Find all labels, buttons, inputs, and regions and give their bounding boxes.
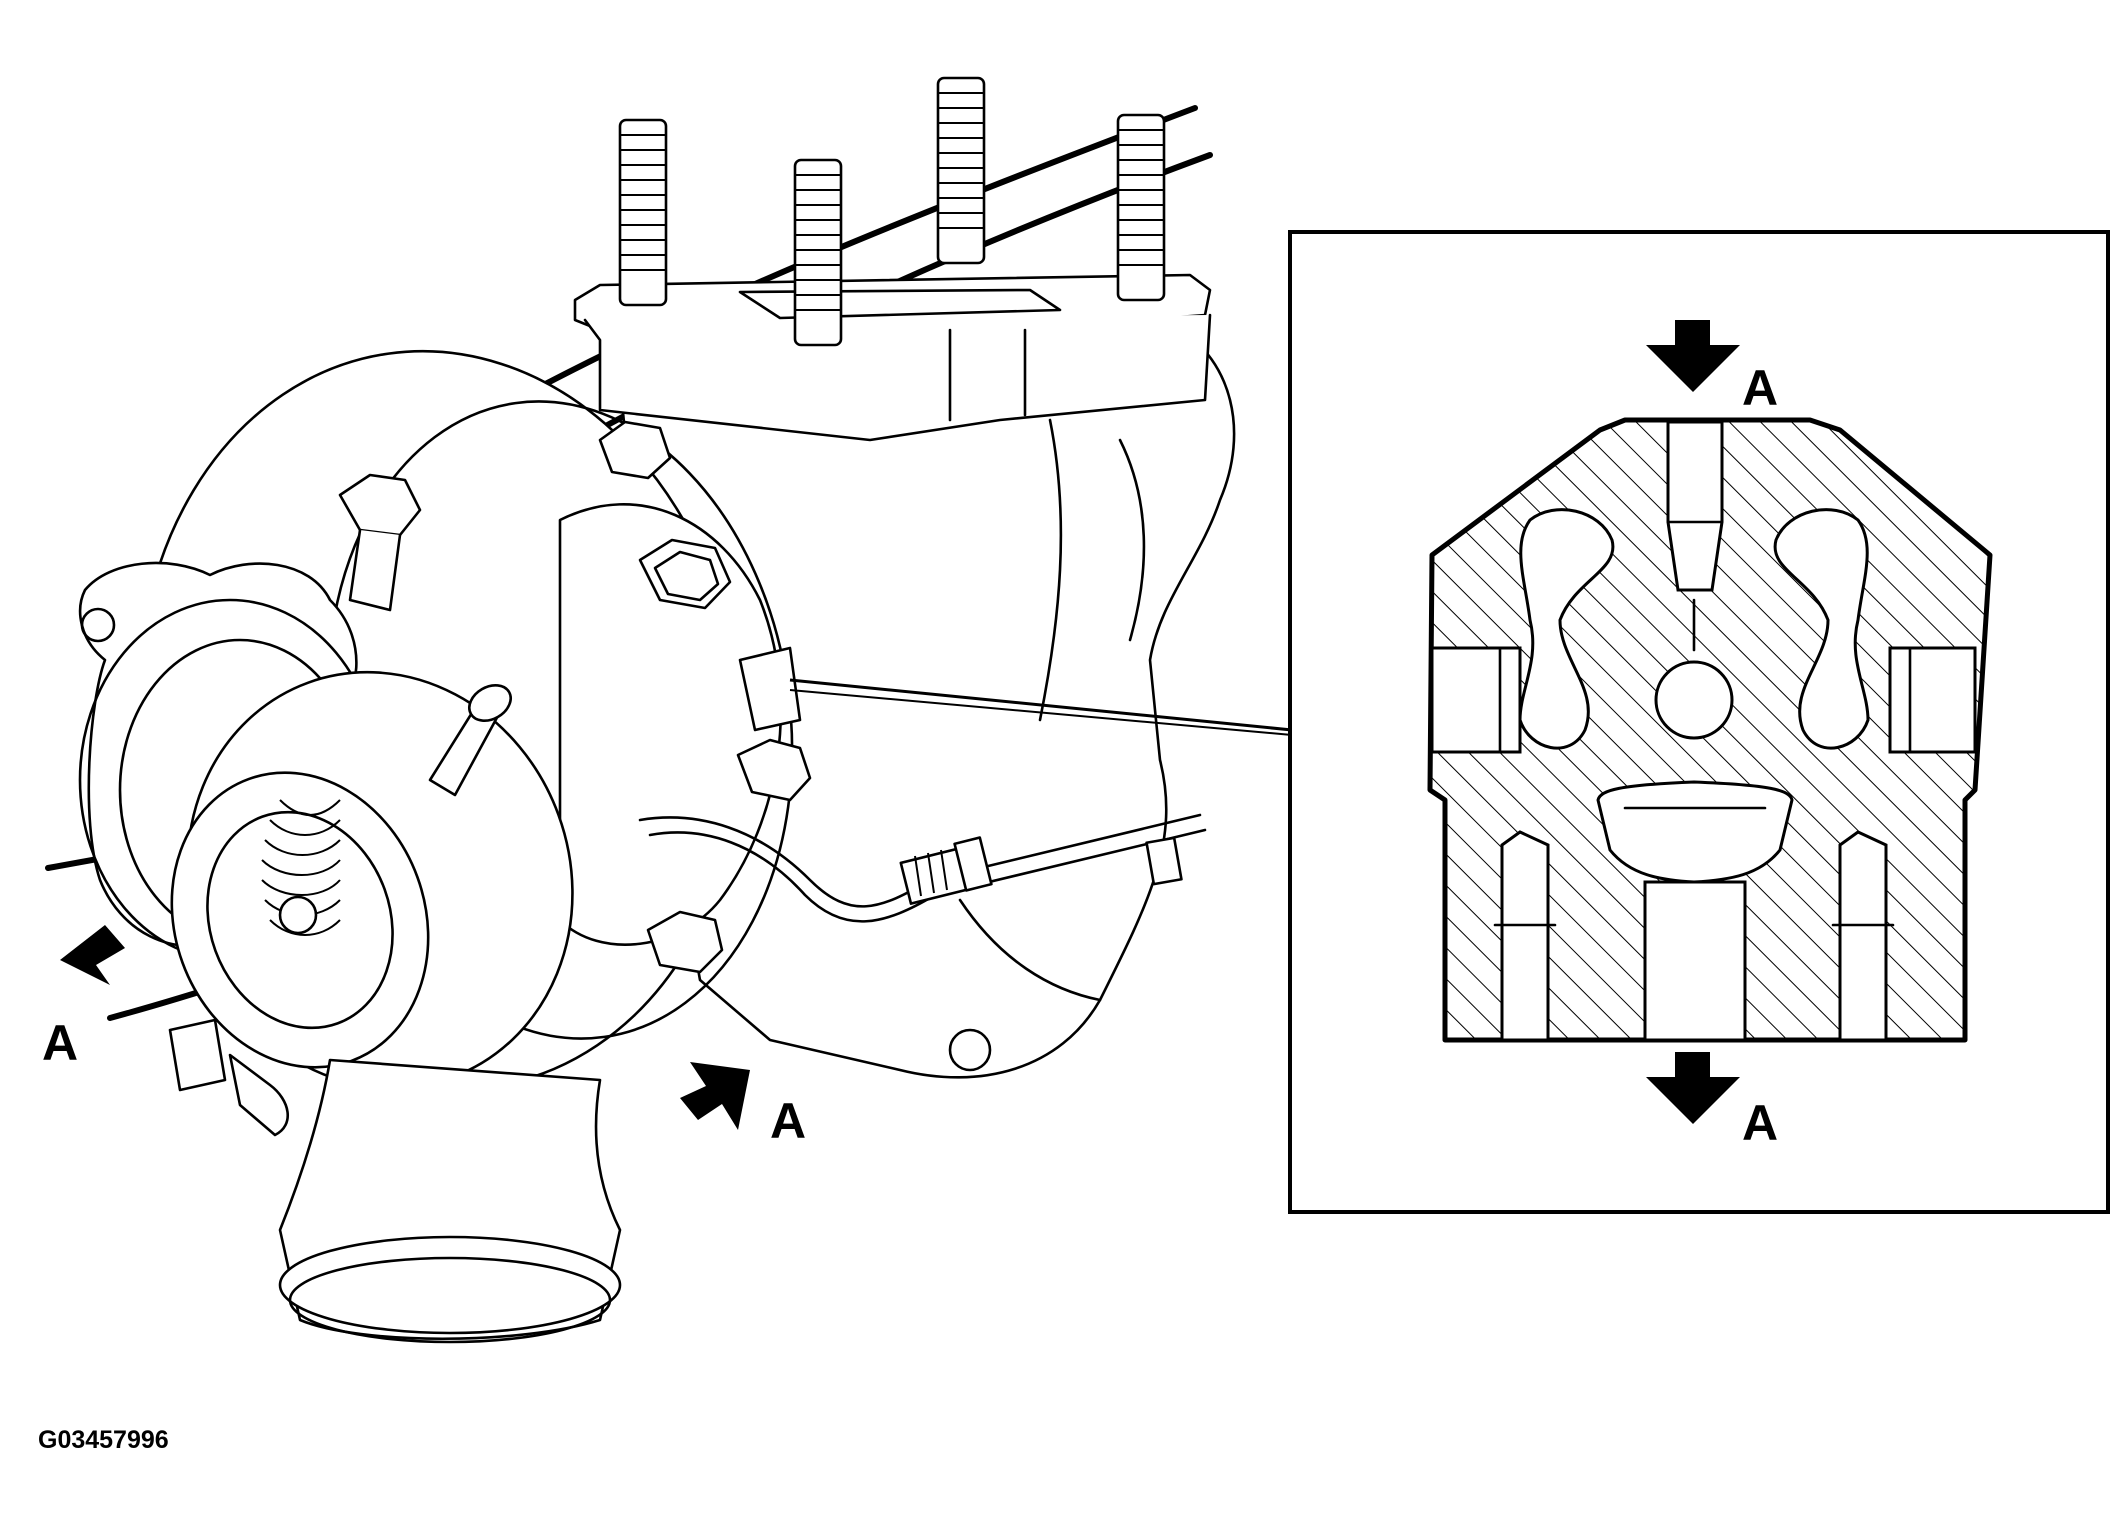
hex-bolt-top: [598, 420, 672, 480]
inset-arrow-bottom: A: [1646, 1052, 1778, 1151]
oil-feed-line-inner: [648, 828, 1207, 923]
left-lower-bore: [1500, 830, 1550, 1042]
hex-bolt-lower: [646, 910, 724, 974]
turbocharger-assembly: [45, 76, 1236, 1344]
boost-sensor-bracket: [168, 1018, 227, 1092]
detail-leader-line: [789, 678, 1293, 732]
inset-arrow-top-label: A: [1742, 360, 1778, 416]
mounting-stud-3: [936, 76, 986, 265]
lower-center-bore: [1643, 880, 1747, 1042]
right-oil-gallery: [1773, 508, 1870, 750]
outlet-elbow-opening: [278, 1235, 622, 1335]
oil-line-clip: [1145, 836, 1183, 886]
actuator-center-nut: [278, 895, 318, 935]
left-oil-gallery: [1518, 508, 1615, 750]
hex-bolt-center: [638, 538, 732, 610]
housing-contour-1: [1038, 418, 1063, 722]
housing-mount-hole: [948, 1028, 992, 1072]
figure-id: G03457996: [38, 1426, 169, 1454]
housing-contour-2: [1118, 438, 1146, 642]
left-side-port: [1430, 646, 1522, 754]
right-side-port: [1888, 646, 1977, 754]
locating-pin: [738, 646, 802, 732]
section-arrow-left: A: [42, 925, 125, 1071]
section-arrow-lower: A: [680, 1062, 806, 1149]
mounting-stud-1: [618, 118, 668, 307]
lower-chamber: [1596, 780, 1794, 884]
center-oil-passage: [1654, 660, 1734, 740]
wastegate-actuator-inner: [206, 810, 394, 1030]
wastegate-spring: [261, 799, 341, 936]
inset-arrow-top: A: [1646, 320, 1778, 416]
cross-section-inset: A A: [1288, 230, 2110, 1214]
boost-sensor-bolt: [228, 1053, 290, 1137]
oil-line-fitting: [899, 836, 993, 905]
outlet-elbow-lip: [288, 1256, 612, 1344]
inlet-flange-hole: [80, 607, 116, 643]
section-arrow-left-label: A: [42, 1015, 78, 1071]
oil-feed-line: [638, 813, 1202, 908]
hex-bolt-right: [736, 738, 812, 802]
mounting-stud-4: [1116, 113, 1166, 302]
right-lower-bore: [1838, 830, 1888, 1042]
section-arrow-lower-label: A: [770, 1093, 806, 1149]
exhaust-flange-side: [583, 313, 1212, 442]
mounting-stud-2: [793, 158, 843, 347]
inset-arrow-bottom-label: A: [1742, 1095, 1778, 1151]
central-bore: [1666, 420, 1724, 592]
turbine-housing-body: [618, 328, 1236, 1079]
detail-leader-line-2: [789, 689, 1293, 736]
exhaust-flange-port: [738, 288, 1062, 320]
housing-contour-3: [958, 898, 1102, 1002]
actuator-rod-cap: [468, 684, 512, 722]
hex-bolt-upper-left: [338, 473, 422, 612]
